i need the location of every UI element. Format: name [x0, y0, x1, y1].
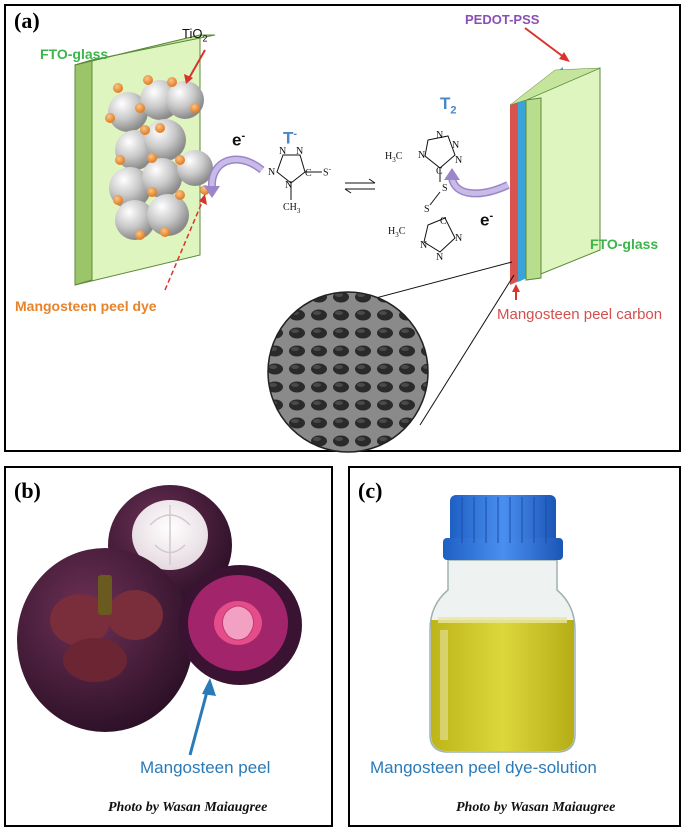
t-minus-label: T-	[283, 128, 297, 149]
tio2-label: TiO2	[182, 26, 207, 44]
pedot-pss-label: PEDOT-PSS	[465, 12, 540, 27]
dye-molecules	[105, 75, 210, 240]
panel-b-photo-credit: Photo by Wasan Maiaugree	[108, 800, 268, 815]
t-minus-ch3: CH3	[283, 202, 300, 215]
electron-left-sup: -	[241, 130, 246, 142]
t-minus-n-top-left: N	[279, 146, 287, 157]
t-minus-structure	[276, 154, 322, 200]
t-minus-ch3-sub: 3	[296, 207, 301, 215]
fto-glass-right-label: FTO-glass	[590, 236, 659, 252]
t2-upper-n-top: N	[436, 130, 444, 141]
mangosteen-peel-carbon-label: Mangosteen peel carbon	[497, 306, 663, 323]
t-minus-sup: -	[293, 128, 298, 140]
t2-upper-n-left: N	[418, 150, 426, 161]
t2-s-upper: S	[442, 183, 448, 194]
t2-structure	[423, 135, 456, 253]
carbon-pointer-arrow	[512, 284, 520, 300]
dye-bottle	[429, 495, 576, 753]
electron-transfer-arrow-right	[444, 168, 510, 198]
t2-upper-n-right2: N	[455, 155, 463, 166]
t2-lower-n-left: N	[420, 240, 428, 251]
t2-lower-n-bottom: N	[436, 252, 444, 263]
t-minus-n-left: N	[268, 167, 276, 178]
panel-b-letter: (b)	[14, 478, 41, 503]
t2-sub: 2	[450, 104, 457, 117]
panel-a-letter: (a)	[14, 8, 40, 33]
electron-right-sup: -	[489, 210, 494, 222]
panel-b	[4, 466, 333, 827]
mangosteen-peel-dye-label: Mangosteen peel dye	[15, 298, 157, 314]
t-minus-c: C	[305, 168, 312, 179]
t2-upper-n-right: N	[452, 140, 460, 151]
t-minus-s-text: S	[323, 167, 329, 179]
t2-s-lower: S	[424, 204, 430, 215]
mangosteen-photo	[17, 485, 302, 732]
electron-left-text: e	[232, 130, 242, 150]
t2-upper-h-text: H	[385, 151, 393, 162]
tio2-text: TiO	[182, 26, 203, 41]
right-electrode	[509, 67, 601, 285]
t-minus-s-minus: S-	[323, 165, 331, 178]
t2-lower-c-text: C	[398, 226, 406, 237]
t2-label: T2	[440, 94, 457, 116]
panel-c	[348, 466, 681, 827]
t-minus-ch3-text: CH	[283, 202, 297, 213]
mangosteen-peel-caption: Mangosteen peel	[140, 758, 271, 777]
t2-lower-h-sub: 3	[395, 231, 399, 239]
fto-glass-left-label: FTO-glass	[40, 46, 109, 62]
tio2-subscript: 2	[202, 33, 208, 44]
t2-lower-h-text: H	[388, 226, 396, 237]
tio2-pointer-arrow	[184, 49, 206, 84]
t2-upper-c-text: C	[395, 151, 403, 162]
t2-text: T	[440, 94, 451, 113]
mangosteen-peel-pointer-arrow	[188, 678, 216, 756]
t2-upper-h3c: H3C	[385, 151, 402, 164]
t2-lower-c: C	[440, 216, 447, 227]
electron-right-text: e	[480, 210, 490, 230]
t2-lower-n-right: N	[455, 233, 463, 244]
electron-left-label: e-	[232, 130, 245, 151]
t2-lower-h3c: H3C	[388, 226, 405, 239]
pedot-pointer-arrow	[524, 27, 570, 62]
t-minus-n-top-right: N	[296, 146, 304, 157]
panel-c-letter: (c)	[358, 478, 383, 503]
t-minus-s-sup: -	[328, 165, 331, 173]
t2-upper-h-sub: 3	[392, 156, 396, 164]
t2-upper-c: C	[436, 166, 443, 177]
electron-right-label: e-	[480, 210, 493, 231]
equilibrium-arrows	[344, 178, 376, 194]
dye-solution-caption: Mangosteen peel dye-solution	[370, 758, 597, 777]
sem-inset	[267, 261, 515, 453]
electron-transfer-arrow-left	[204, 155, 265, 198]
dye-pointer-arrow	[164, 194, 207, 291]
t-minus-n-bottom: N	[285, 180, 293, 191]
panel-c-photo-credit: Photo by Wasan Maiaugree	[456, 800, 616, 815]
t-minus-text: T	[283, 128, 294, 148]
